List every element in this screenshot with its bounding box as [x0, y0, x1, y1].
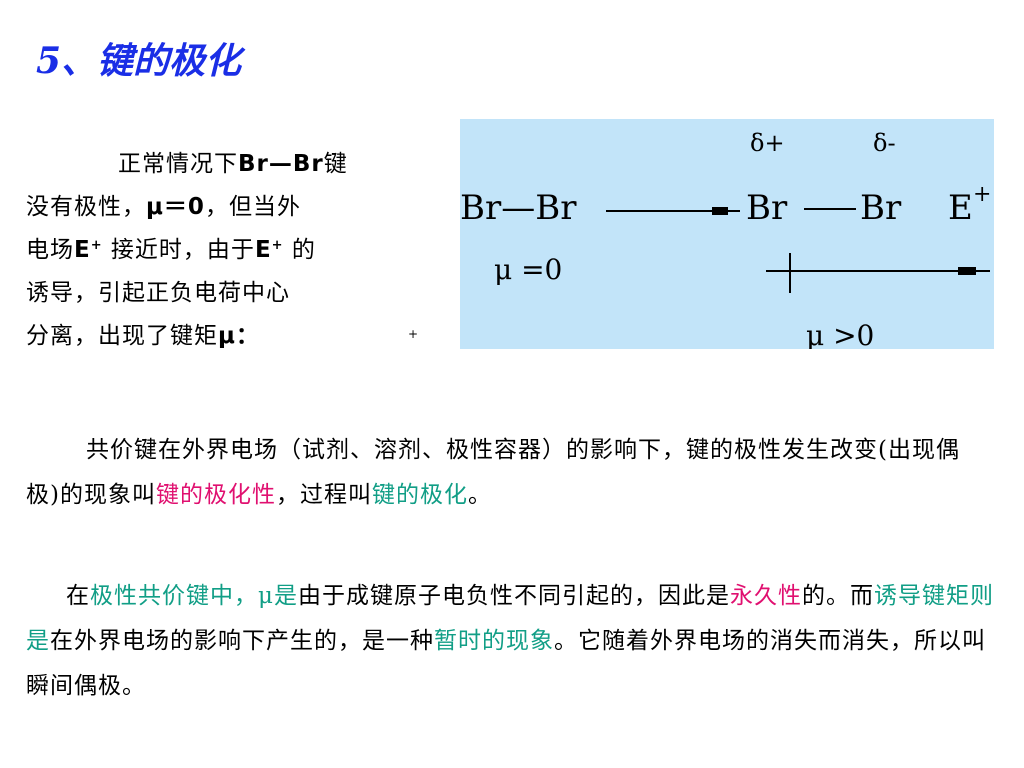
paragraph-dipole: 在极性共价键中，μ是由于成键原子电负性不同引起的，因此是永久性的。而诱导键矩则是…: [26, 574, 1006, 709]
left-mu-label: μ =0: [494, 253, 562, 286]
delta-minus-label: δ-: [873, 129, 896, 157]
plus-mark: +: [408, 327, 419, 341]
intro-l3d: 接近时，由于: [102, 237, 255, 263]
term-polarization: 键的极化: [371, 482, 468, 508]
right-mu-label: μ >0: [806, 319, 874, 349]
field-label: E: [948, 188, 973, 228]
para2-t9: 。它随着外界电场的消失而消失，所以叫瞬间偶极。: [26, 628, 986, 699]
intro-l3f: +: [271, 238, 284, 253]
para1-t5: 。: [467, 482, 492, 508]
intro-l1c: 键: [323, 151, 348, 177]
para2-t7: 在外界电场的影响下产生的，是一种: [50, 628, 434, 654]
polarization-diagram: Br—Br μ =0 δ+ δ- Br Br E + μ >0: [460, 119, 994, 349]
para2-t3: 由于成键原子电负性不同引起的，因此是: [297, 583, 730, 609]
term-permanent: 永久性: [729, 583, 802, 609]
intro-l3b: E: [74, 237, 91, 263]
intro-l3e: E: [254, 237, 272, 263]
top-arrow-head: [712, 207, 728, 215]
para2-t1: 在: [66, 583, 90, 609]
intro-l1a: 正常情况下: [118, 151, 238, 177]
right-br2-label: Br: [860, 188, 902, 228]
intro-l4: 诱导，引起正负电荷中心: [26, 280, 290, 306]
intro-l2c: ，但当外: [204, 194, 301, 220]
term-induced-moment: 诱导键矩则是: [26, 583, 994, 654]
slide-title: 5、键的极化: [36, 40, 242, 82]
term-polar-covalent: 极性共价键中，μ是: [90, 583, 298, 609]
para2-t5: 的。而: [801, 583, 874, 609]
para1-t3: ，过程叫: [275, 482, 372, 508]
intro-l3a: 电场: [26, 237, 74, 263]
intro-l3g: 的: [283, 237, 316, 263]
term-temporary: 暂时的现象: [434, 628, 554, 654]
field-sign-label: +: [973, 182, 991, 207]
para1-t1: 共价键在外界电场（试剂、溶剂、极性容器）的影响下，键的极性发生改变(出现偶极)的…: [26, 437, 960, 508]
intro-l1b: Br—Br: [238, 151, 324, 177]
intro-l5b: μ：: [218, 323, 260, 349]
intro-l2b: μ＝0: [146, 194, 205, 220]
intro-text: 正常情况下Br—Br键 没有极性，μ＝0，但当外 电场E+ 接近时，由于E+ 的…: [26, 143, 426, 358]
intro-l3c: +: [90, 238, 103, 253]
intro-l5a: 分离，出现了键矩: [26, 323, 218, 349]
paragraph-polarizability: 共价键在外界电场（试剂、溶剂、极性容器）的影响下，键的极性发生改变(出现偶极)的…: [26, 428, 986, 518]
term-polarizability: 键的极化性: [155, 482, 276, 508]
right-br1-label: Br: [746, 188, 788, 228]
delta-plus-label: δ+: [750, 129, 785, 157]
left-molecule-label: Br—Br: [460, 188, 577, 228]
intro-l2a: 没有极性，: [26, 194, 146, 220]
dipole-arrow-head: [958, 267, 976, 275]
diagram-svg: Br—Br μ =0 δ+ δ- Br Br E + μ >0: [460, 129, 991, 349]
